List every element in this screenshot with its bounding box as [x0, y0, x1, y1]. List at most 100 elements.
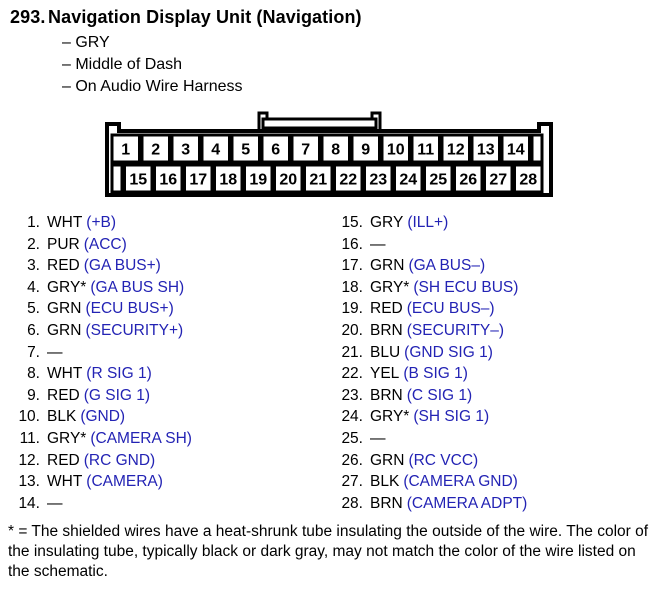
pin-number: 25.: [341, 429, 363, 447]
signal-name: (B SIG 1): [403, 365, 468, 383]
wire-color: PUR: [47, 235, 80, 253]
pin-number: 24.: [341, 408, 363, 426]
pin-row: 3.RED(GA BUS+): [13, 255, 192, 277]
wire-color: GRN: [370, 257, 405, 275]
pin-number: 9.: [27, 386, 40, 404]
pin-row: 18.GRY*(SH ECU BUS): [336, 277, 527, 299]
signal-name: (CAMERA): [86, 473, 163, 491]
pin-number: 10.: [18, 408, 40, 426]
connector-pin-number: 16: [159, 172, 177, 189]
pin-number: 26.: [341, 451, 363, 469]
connector-blank-slot-bottom-left: [110, 163, 124, 194]
connector-pin-cell: 7: [290, 133, 321, 164]
connector-pin-cell: 16: [153, 163, 184, 194]
connector-pin-cell: 14: [500, 133, 531, 164]
connector-pin-number: 12: [447, 142, 465, 159]
connector-pin-number: 4: [211, 142, 220, 159]
connector-pin-number: 15: [129, 172, 147, 189]
connector-pin-number: 20: [279, 172, 297, 189]
connector-pin-number: 2: [151, 142, 160, 159]
pin-box: [213, 163, 244, 194]
connector-pin-cell: 1: [110, 133, 141, 164]
signal-name: (GND SIG 1): [404, 343, 493, 361]
pin-box: [380, 133, 411, 164]
wire-color: BRN: [370, 386, 403, 404]
connector-pin-cell: 13: [470, 133, 501, 164]
pin-box: [470, 133, 501, 164]
pin-number: 28.: [341, 494, 363, 512]
connector-pin-number: 14: [507, 142, 525, 159]
wire-color: GRY*: [47, 429, 87, 447]
pin-row: 21.BLU(GND SIG 1): [336, 342, 527, 364]
connector-pin-number: 13: [477, 142, 495, 159]
pin-box: [123, 163, 154, 194]
signal-name: (RC VCC): [408, 451, 479, 469]
connector-pin-number: 9: [361, 142, 370, 159]
signal-name: (+B): [86, 214, 117, 231]
signal-name: (ECU BUS–): [406, 300, 495, 318]
signal-name: (GA BUS–): [408, 257, 486, 275]
connector-pin-number: 26: [459, 172, 477, 189]
connector-pin-cell: 2: [140, 133, 171, 164]
pin-row: 13. WHT(CAMERA): [13, 471, 192, 493]
connector-pin-cell: 17: [183, 163, 214, 194]
wire-color: YEL: [370, 365, 400, 383]
pin-number: 18.: [341, 278, 363, 296]
connector-pin-number: 1: [121, 142, 130, 159]
pin-list-left-column: 1.WHT(+B)2.PUR(ACC)3.RED(GA BUS+)4.GRY*(…: [13, 212, 192, 514]
connector-pin-cell: 4: [200, 133, 231, 164]
wire-color: GRN: [47, 300, 82, 318]
signal-name: (C SIG 1): [406, 386, 473, 404]
pin-box: [410, 133, 441, 164]
pin-number: 5.: [27, 300, 40, 318]
connector-pin-cell: 3: [170, 133, 201, 164]
pin-number: 11.: [19, 429, 40, 447]
wire-color: WHT: [47, 473, 83, 491]
pin-row: 11.GRY*(CAMERA SH): [13, 428, 192, 450]
pin-box: [500, 133, 531, 164]
pin-number: 14.: [18, 494, 40, 512]
shielded-wire-footnote: * = The shielded wires have a heat-shrun…: [8, 523, 649, 580]
wire-color: RED: [47, 451, 80, 469]
pin-box: [183, 163, 214, 194]
connector-pin-cell: 22: [333, 163, 364, 194]
pin-row: 16.—: [336, 234, 527, 256]
signal-name: (CAMERA GND): [403, 473, 518, 491]
connector-pin-cell: 25: [423, 163, 454, 194]
pin-number: 20.: [341, 321, 363, 339]
pin-box: [333, 163, 364, 194]
pin-number: 13.: [18, 473, 40, 491]
connector-pin-number: 19: [249, 172, 267, 189]
connector-pin-cell: 6: [260, 133, 291, 164]
signal-name: (ILL+): [407, 214, 449, 231]
wire-color: RED: [370, 300, 403, 318]
pin-row: 24.GRY*(SH SIG 1): [336, 406, 527, 428]
pin-box: [243, 163, 274, 194]
connector-pin-cell: 24: [393, 163, 424, 194]
latch-bar: [261, 117, 378, 130]
signal-name: (SECURITY–): [406, 321, 505, 339]
page-title: 293.Navigation Display Unit (Navigation): [10, 7, 362, 28]
pin-box: [200, 133, 231, 164]
pin-row: 27.BLK(CAMERA GND): [336, 471, 527, 493]
pin-box: [483, 163, 514, 194]
wire-color: BLK: [47, 408, 77, 426]
pin-box: [140, 133, 171, 164]
signal-name: (GA BUS SH): [90, 278, 185, 296]
pin-row: 5.GRN(ECU BUS+): [13, 298, 192, 320]
pin-box: [170, 133, 201, 164]
connector-pin-cell: 20: [273, 163, 304, 194]
pin-box: [273, 163, 304, 194]
connector-pin-cell: 12: [440, 133, 471, 164]
pin-row: 1.WHT(+B): [13, 212, 192, 234]
pin-box: [303, 163, 334, 194]
wire-color: GRN: [370, 451, 405, 469]
connector-pin-cell: 9: [350, 133, 381, 164]
connector-pin-number: 7: [301, 142, 310, 159]
pin-row: 8.WHT(R SIG 1): [13, 363, 192, 385]
wire-color: —: [370, 429, 386, 447]
wire-color: BLU: [370, 343, 401, 361]
signal-name: (R SIG 1): [86, 365, 152, 383]
